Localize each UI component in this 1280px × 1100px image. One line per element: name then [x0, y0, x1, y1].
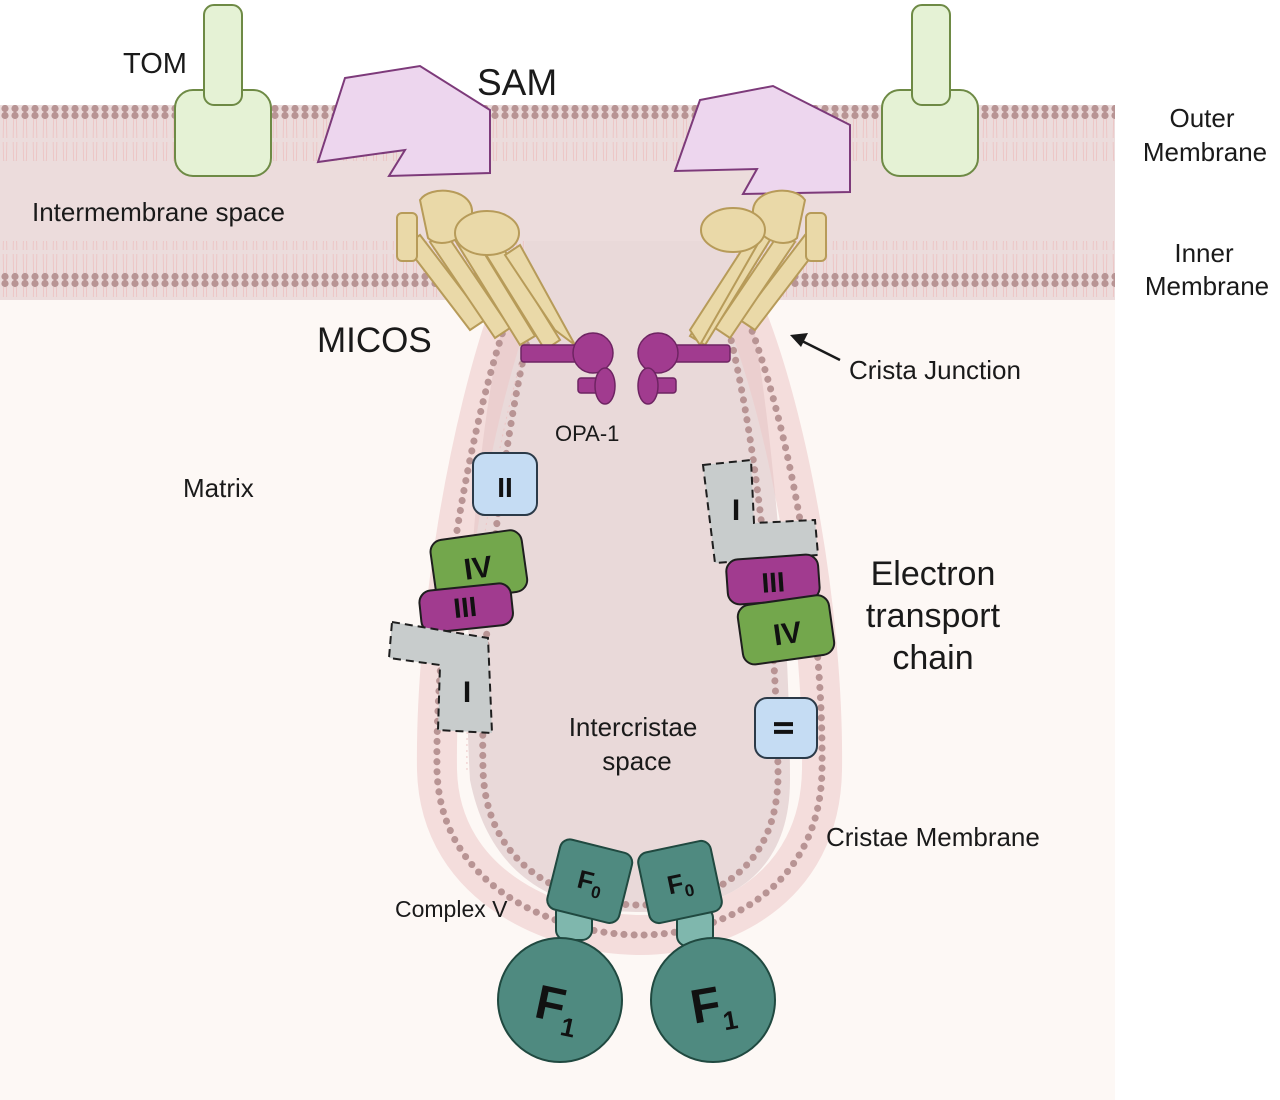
complex-i-left [387, 620, 494, 735]
intercristae-label-line1: Intercristae [569, 712, 698, 742]
intercristae-label-line2: space [602, 746, 671, 776]
complex-i-left-label: I [463, 676, 471, 709]
inner-membrane-label-line2: Membrane [1145, 271, 1269, 301]
matrix-label: Matrix [183, 473, 254, 503]
etc-label-line3: chain [892, 639, 973, 677]
outer-membrane-label-line2: Membrane [1143, 137, 1267, 167]
etc-label-line2: transport [866, 597, 1001, 635]
micos-label: MICOS [317, 321, 432, 360]
complex-iv-right-label: IV [771, 616, 804, 653]
crista-junction-arrow [790, 333, 841, 362]
tom-label: TOM [123, 48, 187, 80]
complex-iii-left-label: III [452, 591, 478, 624]
complex-iv-right [736, 594, 836, 666]
outer-membrane-label-line1: Outer [1169, 103, 1234, 133]
opa1-left [520, 332, 616, 405]
complex-ii-right-label: II [768, 720, 799, 736]
tom-complex-right [881, 4, 979, 177]
complex-ii-right [754, 697, 818, 759]
f0-right-label: F0 [664, 866, 696, 905]
opa1-label: OPA-1 [555, 421, 619, 446]
complex-iv-left-label: IV [462, 550, 495, 587]
inner-membrane-label-line1: Inner [1174, 238, 1234, 268]
micos-complex-left [396, 189, 576, 352]
f0-left-label: F0 [573, 864, 606, 903]
sam-complex-left [316, 64, 491, 178]
complex-v-right [637, 839, 776, 1063]
micos-complex-right [688, 189, 827, 347]
etc-label-line1: Electron [871, 555, 996, 593]
complex-i-right [701, 458, 820, 565]
complex-iii-right-label: III [760, 566, 785, 599]
cristae-membrane-label: Cristae Membrane [826, 822, 1040, 852]
complex-iii-left [418, 582, 514, 634]
complex-ii-left-label: II [497, 472, 513, 503]
complex-v-left [497, 838, 634, 1063]
intermembrane-space-label: Intermembrane space [32, 197, 285, 227]
intercristae-inner [487, 305, 774, 898]
sam-label: SAM [477, 62, 557, 103]
complex-i-right-label: I [732, 494, 740, 527]
tom-complex-left [174, 4, 272, 177]
crista-junction-opening [525, 241, 735, 299]
opa1-right [637, 332, 731, 405]
complex-ii-left [472, 452, 538, 516]
complex-v-label: Complex V [395, 896, 508, 922]
crista-junction-label: Crista Junction [849, 355, 1021, 385]
